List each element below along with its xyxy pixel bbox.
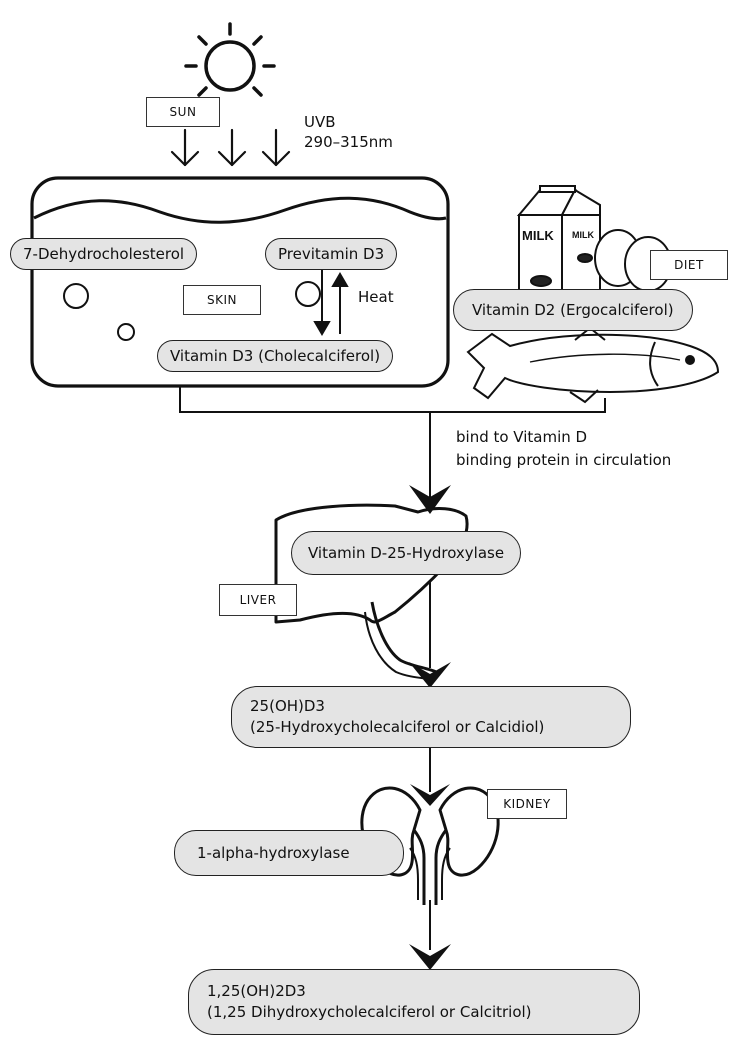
diet-label-box: DIET: [650, 250, 728, 280]
sun-icon: [184, 22, 276, 97]
uvb-arrows: [170, 128, 291, 167]
heat-label: Heat: [358, 288, 394, 306]
skin-block: [30, 176, 450, 388]
uvb-label: UVB 290–315nm: [304, 112, 393, 152]
arrow-into-kidney: [410, 784, 450, 806]
node-calcitriol: 1,25(OH)2D3 (1,25 Dihydroxycholecalcifer…: [188, 969, 640, 1035]
uvb-label-line2: 290–315nm: [304, 133, 393, 151]
bind-protein-label: bind to Vitamin D binding protein in cir…: [456, 426, 671, 472]
fish-icon: [466, 326, 720, 404]
uvb-label-line1: UVB: [304, 113, 336, 131]
calcitriol-line2: (1,25 Dihydroxycholecalciferol or Calcit…: [207, 1003, 532, 1021]
bind-protein-line2: binding protein in circulation: [456, 451, 672, 469]
kidney-label-box: KIDNEY: [487, 789, 567, 819]
node-7-dehydrocholesterol: 7-Dehydrocholesterol: [10, 238, 198, 270]
milk-label-large: MILK: [522, 228, 554, 243]
calcitriol-line1: 1,25(OH)2D3: [207, 982, 306, 1000]
arrow-to-calcitriol: [409, 944, 451, 970]
heat-arrows: [313, 270, 349, 336]
calcidiol-line2: (25-Hydroxycholecalciferol or Calcidiol): [250, 718, 545, 736]
node-calcidiol: 25(OH)D3 (25-Hydroxycholecalciferol or C…: [231, 686, 631, 748]
skin-label-box: SKIN: [183, 285, 261, 315]
liver-label-box: LIVER: [219, 584, 297, 616]
sun-label-box: SUN: [146, 97, 220, 127]
node-vitamin-d2: Vitamin D2 (Ergocalciferol): [453, 289, 693, 331]
node-vitamin-d-25-hydroxylase: Vitamin D-25-Hydroxylase: [291, 531, 522, 575]
circulation-connector: [179, 386, 606, 500]
node-previtamin-d3: Previtamin D3: [265, 238, 398, 270]
arrow-to-liver: [409, 485, 451, 514]
calcidiol-line1: 25(OH)D3: [250, 697, 325, 715]
arrow-to-calcidiol: [409, 662, 451, 688]
bind-protein-line1: bind to Vitamin D: [456, 428, 588, 446]
node-1-alpha-hydroxylase: 1-alpha-hydroxylase: [174, 830, 404, 876]
milk-carton-icon: [516, 185, 601, 301]
milk-label-small: MILK: [572, 230, 594, 240]
node-vitamin-d3: Vitamin D3 (Cholecalciferol): [157, 340, 394, 372]
